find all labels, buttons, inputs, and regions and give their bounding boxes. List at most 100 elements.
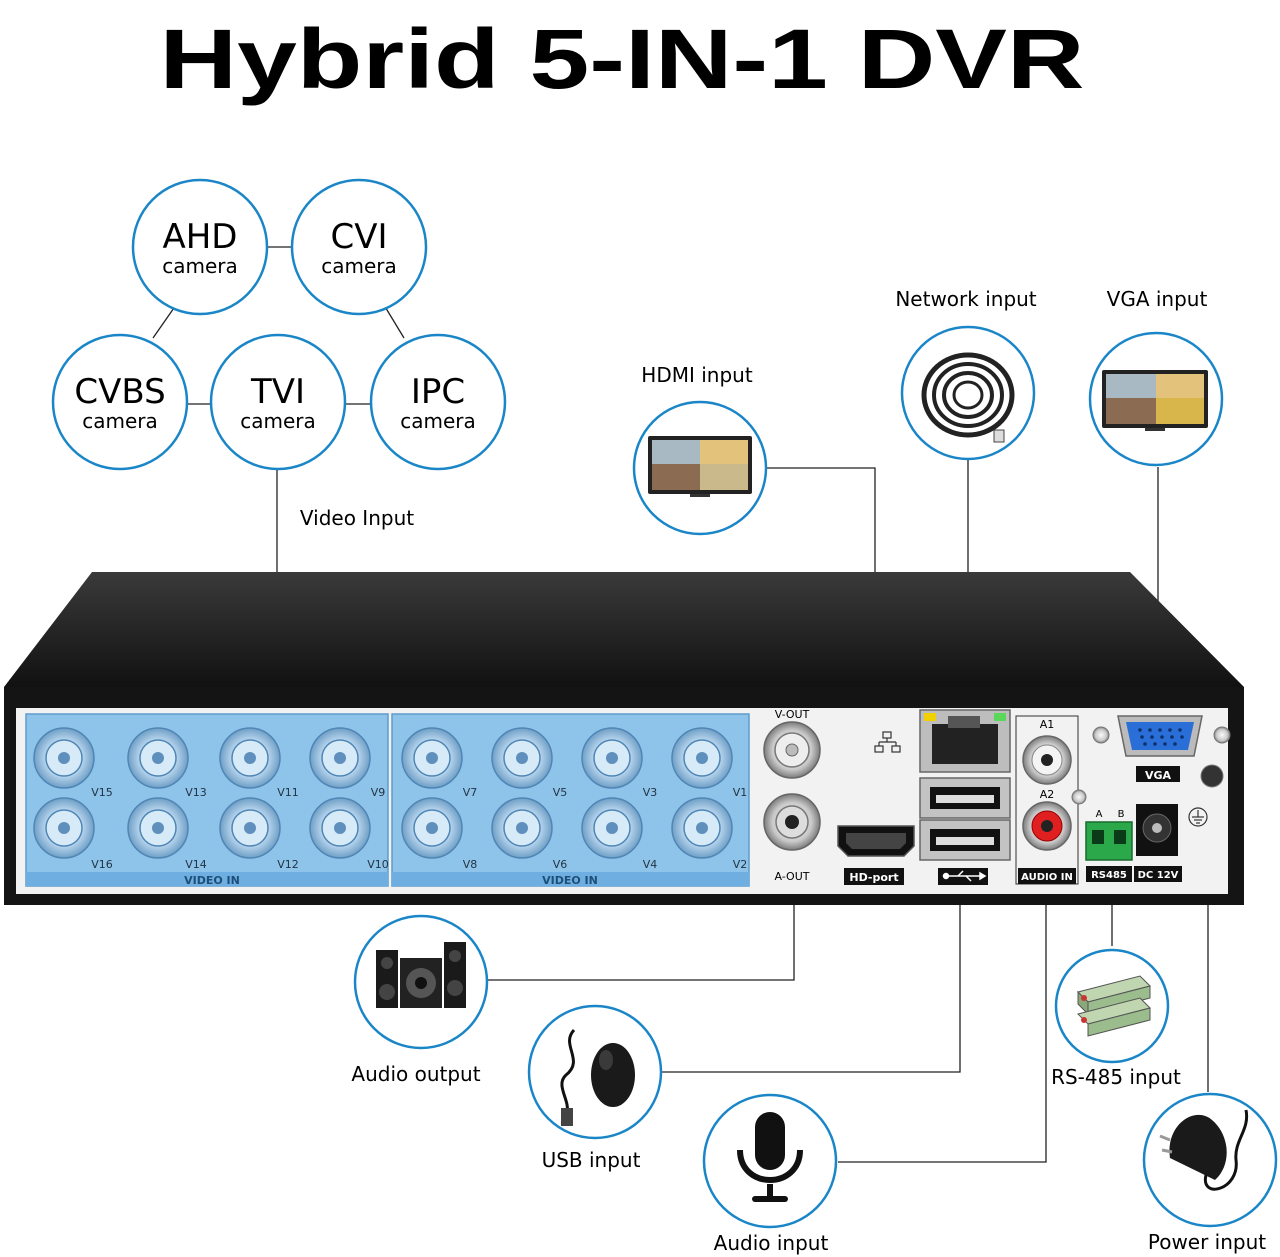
screw: [1092, 726, 1110, 744]
bnc-video-input[interactable]: [491, 797, 553, 859]
camera-ahd: AHD camera: [131, 178, 269, 316]
channel-label: V12: [277, 858, 299, 871]
converter-icon: [1077, 975, 1151, 1037]
a-out-label: A-OUT: [775, 870, 810, 883]
channel-label: V3: [643, 786, 658, 799]
audio-output-label: Audio output: [351, 1062, 480, 1086]
camera-cvbs-label: CVBS: [74, 372, 165, 412]
bnc-video-input[interactable]: [491, 727, 553, 789]
channel-label: V14: [185, 858, 207, 871]
v-out-label: V-OUT: [775, 708, 810, 721]
channel-label: V13: [185, 786, 207, 799]
channel-label: V2: [733, 858, 748, 871]
network-input-node: Network input: [895, 287, 1037, 461]
camera-type-cluster: AHD camera CVI camera CVBS camera TVI ca…: [51, 178, 507, 471]
camera-ahd-label: AHD: [162, 217, 237, 257]
bnc-video-input[interactable]: [127, 727, 189, 789]
a-out-rca[interactable]: [763, 793, 821, 851]
audio-input-label: Audio input: [714, 1231, 829, 1255]
video-in-label-right: VIDEO IN: [542, 874, 598, 887]
screw: [1213, 726, 1231, 744]
bnc-video-input[interactable]: [401, 797, 463, 859]
bnc-video-input[interactable]: [581, 727, 643, 789]
rs485-terminal[interactable]: [1085, 821, 1133, 861]
usb-input-node: USB input: [527, 1004, 663, 1172]
audio-in-label: AUDIO IN: [1021, 872, 1073, 883]
hdmi-port[interactable]: [837, 825, 915, 857]
channel-label: V9: [371, 786, 386, 799]
hdmi-input-label: HDMI input: [641, 363, 753, 387]
v-out-bnc[interactable]: [763, 721, 821, 779]
channel-label: V8: [463, 858, 478, 871]
usb-port-2[interactable]: [919, 819, 1011, 861]
channel-label: V4: [643, 858, 658, 871]
dc12v-label: DC 12V: [1138, 870, 1179, 881]
ground-symbol-icon: [1188, 807, 1208, 827]
usb-port-1[interactable]: [919, 777, 1011, 819]
lan-port[interactable]: [919, 709, 1011, 773]
usb-symbol-icon: [942, 870, 987, 882]
camera-ipc-sub: camera: [400, 409, 476, 433]
bnc-video-input[interactable]: [219, 727, 281, 789]
camera-tvi: TVI camera: [209, 333, 347, 471]
channel-label: V5: [553, 786, 568, 799]
audio-input-node: Audio input: [702, 1093, 838, 1255]
camera-tvi-label: TVI: [250, 372, 305, 412]
cable-icon: [921, 352, 1015, 443]
connector-lines: [152, 246, 1209, 1163]
vga-port[interactable]: [1117, 715, 1203, 757]
dc-power-jack[interactable]: [1136, 804, 1178, 856]
channel-label: V1: [733, 786, 748, 799]
bnc-video-input[interactable]: [671, 797, 733, 859]
video-input-label: Video Input: [300, 506, 414, 530]
camera-cvbs-sub: camera: [82, 409, 158, 433]
rs485-input-label: RS-485 input: [1051, 1065, 1181, 1089]
bnc-video-input[interactable]: [671, 727, 733, 789]
channel-label: V10: [367, 858, 389, 871]
bnc-video-input[interactable]: [33, 727, 95, 789]
audio-output-node: Audio output: [351, 914, 489, 1086]
bnc-video-input[interactable]: [581, 797, 643, 859]
camera-cvi-label: CVI: [330, 217, 387, 257]
channel-label: V6: [553, 858, 568, 871]
bnc-video-input[interactable]: [33, 797, 95, 859]
dvr-top-cover: [4, 572, 1244, 687]
vga-input-label: VGA input: [1107, 287, 1208, 311]
usb-input-label: USB input: [542, 1148, 641, 1172]
camera-cvi: CVI camera: [290, 178, 428, 316]
camera-ipc-label: IPC: [411, 372, 465, 412]
power-adapter-icon: [1159, 1109, 1249, 1191]
audio-in-a1[interactable]: [1022, 735, 1072, 785]
vga-input-node: VGA input: [1088, 287, 1224, 467]
hdmi-input-node: HDMI input: [632, 363, 768, 536]
monitor-icon: [1102, 370, 1208, 431]
rs485-a-label: A: [1096, 809, 1103, 820]
power-input-node: Power input: [1142, 1092, 1278, 1254]
channel-label: V16: [91, 858, 113, 871]
a1-label: A1: [1040, 718, 1055, 731]
audio-in-a2[interactable]: [1022, 801, 1072, 851]
network-input-label: Network input: [895, 287, 1036, 311]
screw: [1071, 789, 1087, 805]
rs485-b-label: B: [1118, 809, 1125, 820]
bnc-video-input[interactable]: [401, 727, 463, 789]
speaker-icon: [376, 942, 466, 1008]
bnc-video-input[interactable]: [219, 797, 281, 859]
network-symbol-icon: [874, 731, 901, 753]
rs485-label: RS485: [1091, 870, 1127, 881]
camera-ahd-sub: camera: [162, 254, 238, 278]
rs485-input-node: RS-485 input: [1051, 948, 1181, 1089]
camera-cvbs: CVBS camera: [51, 333, 189, 471]
hd-port-label: HD-port: [849, 871, 898, 884]
bnc-video-input[interactable]: [309, 797, 371, 859]
power-button[interactable]: [1200, 764, 1224, 788]
channel-label: V7: [463, 786, 478, 799]
bnc-video-input[interactable]: [309, 727, 371, 789]
channel-label: V15: [91, 786, 113, 799]
camera-ipc: IPC camera: [369, 333, 507, 471]
vga-port-label: VGA: [1145, 769, 1172, 782]
camera-tvi-sub: camera: [240, 409, 316, 433]
bnc-video-input[interactable]: [127, 797, 189, 859]
